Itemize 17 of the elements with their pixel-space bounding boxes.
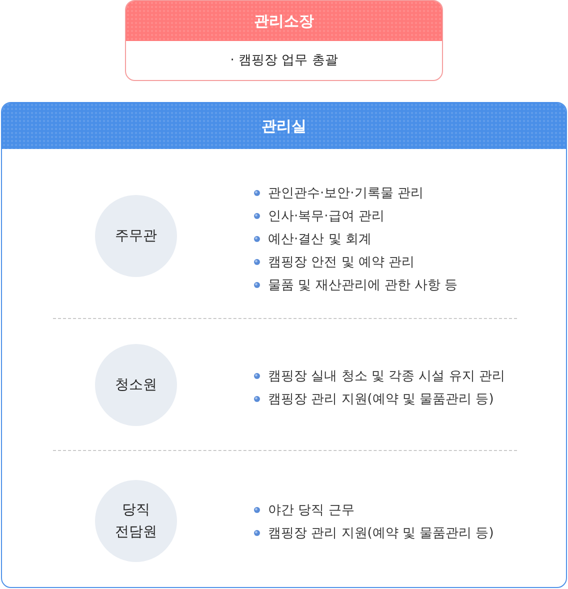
duty-item: 인사·복무·급여 관리: [268, 208, 384, 224]
duty-item: 관인관수·보안·기록물 관리: [268, 184, 424, 202]
panel-header: 관리실: [2, 103, 566, 149]
role-title: 주무관: [115, 227, 157, 246]
duty-item: 캠핑장 관리 지원(예약 및 물품관리 등): [268, 390, 494, 408]
duty-text: · 캠핑장 업무 총괄: [229, 52, 339, 69]
duty-item: 캠핑장 안전 및 예약 관리: [268, 254, 415, 270]
duty-item: 캠핑장 관리 지원(예약 및 물품관리 등): [268, 524, 494, 542]
role-card: [125, 0, 443, 81]
department-panel: [1, 102, 567, 588]
duty-item: 물품 및 재산관리에 관한 사항 등: [268, 276, 458, 294]
duty-item: 예산·결산 및 회계: [268, 230, 372, 248]
duty-item: 야간 당직 근무: [268, 502, 354, 518]
role-title: 당직 전담원: [114, 501, 158, 542]
role-title: 청소원: [115, 376, 157, 395]
card-header: 관리소장: [126, 1, 442, 41]
duty-item: 캠핑장 실내 청소 및 각종 시설 유지 관리: [268, 368, 505, 384]
